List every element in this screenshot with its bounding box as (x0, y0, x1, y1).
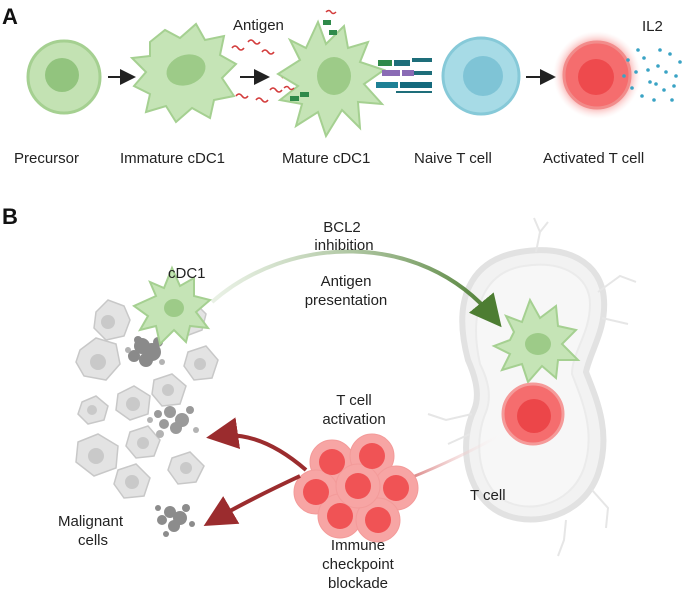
panel-b-letter: B (2, 204, 18, 229)
immature-cdc1-cell (129, 22, 238, 124)
lymph-node-t-cell-label: T cell (470, 487, 506, 504)
icb-line3: blockade (328, 575, 388, 592)
bcl2-label-line2: inhibition (314, 237, 373, 254)
il2-dot (626, 58, 630, 62)
precursor-cell (26, 39, 102, 115)
il2-label: IL2 (642, 18, 663, 35)
il2-dot (656, 64, 660, 68)
antigen-presentation-line2: presentation (305, 292, 388, 309)
lymph-node-cdc1 (491, 297, 581, 384)
il2-dot (642, 56, 646, 60)
killing-arrow-upper (206, 417, 308, 472)
antigen-label: Antigen (233, 17, 284, 34)
il2-dot (672, 84, 676, 88)
precursor-label: Precursor (14, 150, 79, 167)
panel-a-letter: A (2, 4, 18, 29)
icb-line1: Immune (331, 537, 385, 554)
il2-dot (652, 98, 656, 102)
malignant-cells-line1: Malignant (58, 513, 124, 530)
il2-dot (662, 88, 666, 92)
il2-dot (658, 48, 662, 52)
malignant-cells-line2: cells (78, 532, 108, 549)
naive-t-cell-label: Naive T cell (414, 150, 492, 167)
activated-t-cell (553, 31, 641, 119)
il2-dot (648, 80, 652, 84)
il2-dot (668, 52, 672, 56)
il2-dot (640, 94, 644, 98)
icb-line2: checkpoint (322, 556, 395, 573)
il2-secretion-dots (622, 48, 682, 102)
il2-dot (678, 60, 682, 64)
immune-synapse-receptors (376, 58, 432, 93)
lymph-node-t-cell (501, 382, 565, 446)
antigen-presentation-arrow (210, 249, 502, 328)
il2-dot (646, 68, 650, 72)
naive-t-cell (441, 36, 521, 116)
il2-dot (654, 82, 658, 86)
il2-dot (636, 48, 640, 52)
il2-dot (670, 98, 674, 102)
immature-cdc1-label: Immature cDC1 (120, 150, 225, 167)
il2-dot (630, 86, 634, 90)
t-cell-activation-line2: activation (322, 411, 385, 428)
il2-dot (622, 74, 626, 78)
bcl2-label-line1: BCL2 (323, 219, 361, 236)
il2-dot (634, 70, 638, 74)
mature-cdc1-cell (276, 9, 387, 139)
il2-dot (664, 70, 668, 74)
t-cell-activation-line1: T cell (336, 392, 372, 409)
antigen-presentation-line1: Antigen (321, 273, 372, 290)
killing-arrow-lower (203, 474, 301, 527)
malignant-cells (75, 299, 219, 537)
mature-cdc1-label: Mature cDC1 (282, 150, 370, 167)
tumour-cdc1 (132, 265, 213, 346)
activated-t-cell-cluster (293, 433, 419, 543)
activated-t-cell-label: Activated T cell (543, 150, 644, 167)
cdc1-label: cDC1 (168, 265, 206, 282)
il2-dot (674, 74, 678, 78)
t-cell-migration-link (409, 430, 507, 480)
